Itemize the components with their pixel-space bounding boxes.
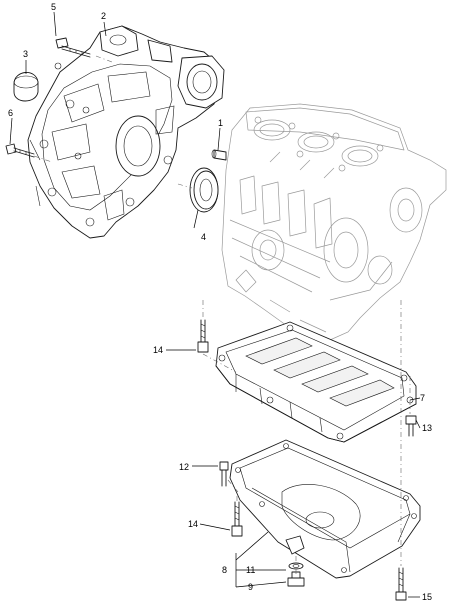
- bolt-14-upper: [197, 319, 209, 353]
- callout-11: 11: [246, 565, 255, 575]
- washer-11: [288, 562, 304, 570]
- callout-1: 1: [218, 118, 223, 128]
- callout-14-lower: 14: [188, 519, 198, 529]
- callout-2: 2: [101, 11, 106, 21]
- callout-12: 12: [179, 462, 189, 472]
- dowel-pin-1: [211, 149, 227, 161]
- callout-13: 13: [422, 423, 432, 433]
- bolt-6: [5, 143, 35, 158]
- callout-9: 9: [248, 582, 253, 592]
- bolt-15: [395, 567, 407, 601]
- callout-5: 5: [51, 2, 56, 12]
- flywheel-housing: [27, 25, 225, 239]
- callout-4: 4: [201, 232, 206, 242]
- callout-15: 15: [422, 592, 432, 602]
- callout-6: 6: [8, 108, 13, 118]
- bolt-14-lower: [231, 501, 243, 537]
- bolt-5: [55, 37, 91, 58]
- engine-block: [221, 103, 447, 341]
- drain-plug-9: [287, 571, 305, 587]
- plug-cap-3: [13, 72, 39, 102]
- callout-8: 8: [222, 565, 227, 575]
- assembly-centerlines: [33, 55, 411, 574]
- callouts: 1 2 3 4 5 6 7 8 9 11 12 13 14 14 15: [8, 2, 432, 602]
- callout-14-upper: 14: [153, 345, 163, 355]
- leader-lines: [9, 11, 421, 598]
- bolt-12: [219, 461, 229, 487]
- callout-3: 3: [23, 49, 28, 59]
- bolt-13: [405, 415, 417, 437]
- callout-7: 7: [420, 393, 425, 403]
- oil-seal-4: [189, 167, 219, 213]
- oil-pan-lower: [229, 439, 421, 579]
- oil-pan-upper-7: [215, 321, 417, 443]
